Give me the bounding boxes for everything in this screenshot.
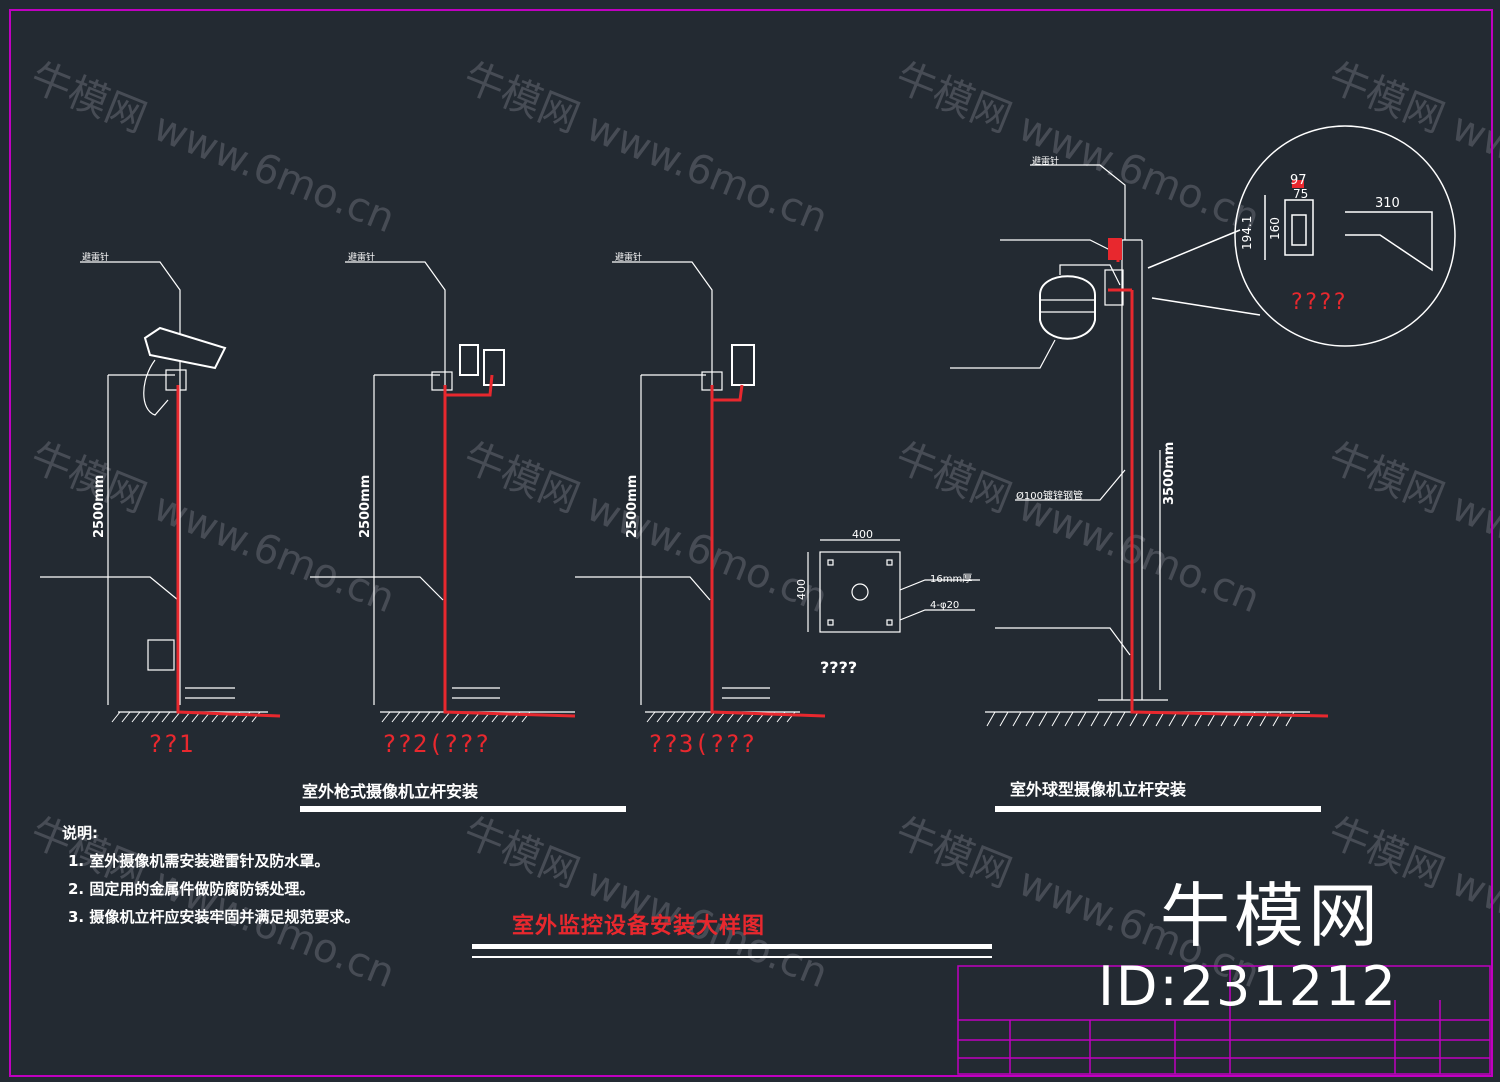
dim-conduit: Ø100镀锌钢管 [1016,491,1083,502]
base-plate [807,539,980,633]
dim-plate-bolts: 4-φ20 [930,600,960,611]
figure-2-label: ??2(??? [382,730,491,758]
dim-plate-width: 400 [852,528,873,541]
brand-name: 牛模网 [1160,875,1382,957]
cable-4 [1108,245,1329,718]
cable-1 [176,385,281,718]
detail-red-mark [1292,180,1304,188]
dim-plate-height: 400 [795,579,808,600]
dim-pole-height-1: 2500mm [92,474,107,538]
dim-194: 194.1 [1240,215,1254,250]
annotation-lightning-3: 避雷针 [615,253,643,263]
drawing-frame [9,9,1493,1077]
gun-camera-caption: 室外枪式摄像机立杆安装 [302,782,479,801]
dome-camera-caption: 室外球型摄像机立杆安装 [1010,780,1187,799]
detail-callout [1147,125,1456,347]
detail-label: ???? [1290,290,1347,315]
dim-310: 310 [1375,196,1400,211]
dim-75: 75 [1293,187,1309,201]
pole-figure-1 [40,261,268,723]
base-plate-label: ???? [820,658,858,677]
pole-figure-4 [950,164,1310,727]
dim-plate-thickness: 16mm厚 [930,574,973,585]
dim-160: 160 [1268,217,1282,240]
note-item-1: 1. 室外摄像机需安装避雷针及防水罩。 [68,852,330,870]
caption-underlines [300,806,1321,958]
dim-pole-height-4: 3500mm [1162,441,1177,505]
annotation-lightning-4: 避雷针 [1032,157,1060,167]
main-title: 室外监控设备安装大样图 [512,914,766,939]
notes-heading: 说明: [62,824,98,842]
pole-figure-2 [310,261,575,723]
note-item-3: 3. 摄像机立杆应安装牢固并满足规范要求。 [68,908,360,926]
annotation-lightning-2: 避雷针 [348,253,376,263]
dim-97: 97 [1290,173,1307,188]
pole-figure-3 [575,261,800,723]
cable-4-clamp [1108,238,1122,260]
brand-id: ID:231212 [1098,955,1398,1018]
cable-2 [443,374,576,718]
note-item-2: 2. 固定用的金属件做防腐防锈处理。 [68,880,315,898]
dim-pole-height-3: 2500mm [625,474,640,538]
annotation-lightning-1: 避雷针 [82,253,110,263]
cable-3 [710,384,826,718]
figure-1-label: ??1 [148,730,195,758]
title-block [957,965,1491,1075]
dim-pole-height-2: 2500mm [358,474,373,538]
figure-3-label: ??3(??? [648,730,757,758]
